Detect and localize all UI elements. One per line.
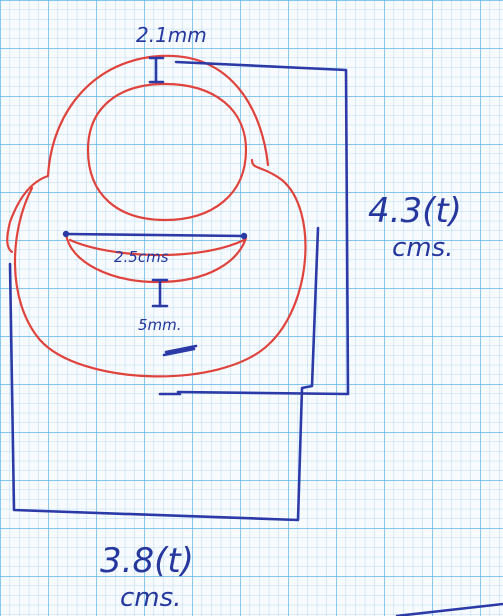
inner-chord	[62, 230, 248, 240]
chord-line	[64, 232, 246, 238]
red-padlock-outline	[6, 54, 307, 378]
width-unit-label: cms.	[120, 583, 181, 613]
width-rectangle	[8, 226, 320, 522]
body-left-wing	[6, 174, 50, 254]
bottom-cutout-curve	[64, 232, 248, 284]
chord-left-dot	[62, 230, 70, 238]
bottom-thickness-label: 5mm.	[138, 316, 182, 334]
height-unit-label: cms.	[392, 233, 453, 263]
shackle-outer-curve	[46, 54, 270, 178]
width-value-label: 3.8(t)	[100, 541, 194, 581]
top-thickness-label: 2.1mm	[136, 23, 207, 47]
scribble-mark	[162, 344, 198, 357]
body-circle	[13, 158, 307, 378]
inner-hole-lower-curve	[68, 238, 246, 257]
chord-right-dot	[240, 232, 248, 240]
height-rectangle	[174, 60, 350, 396]
inner-width-label: 2.5cms	[114, 248, 169, 266]
stray-edge-line	[395, 602, 503, 616]
height-value-label: 4.3(t)	[368, 191, 462, 231]
top-thickness-marker	[148, 56, 165, 84]
bottom-thickness-marker	[151, 278, 169, 308]
shackle-inner-curve	[86, 82, 248, 222]
blue-rectangles	[8, 60, 350, 522]
